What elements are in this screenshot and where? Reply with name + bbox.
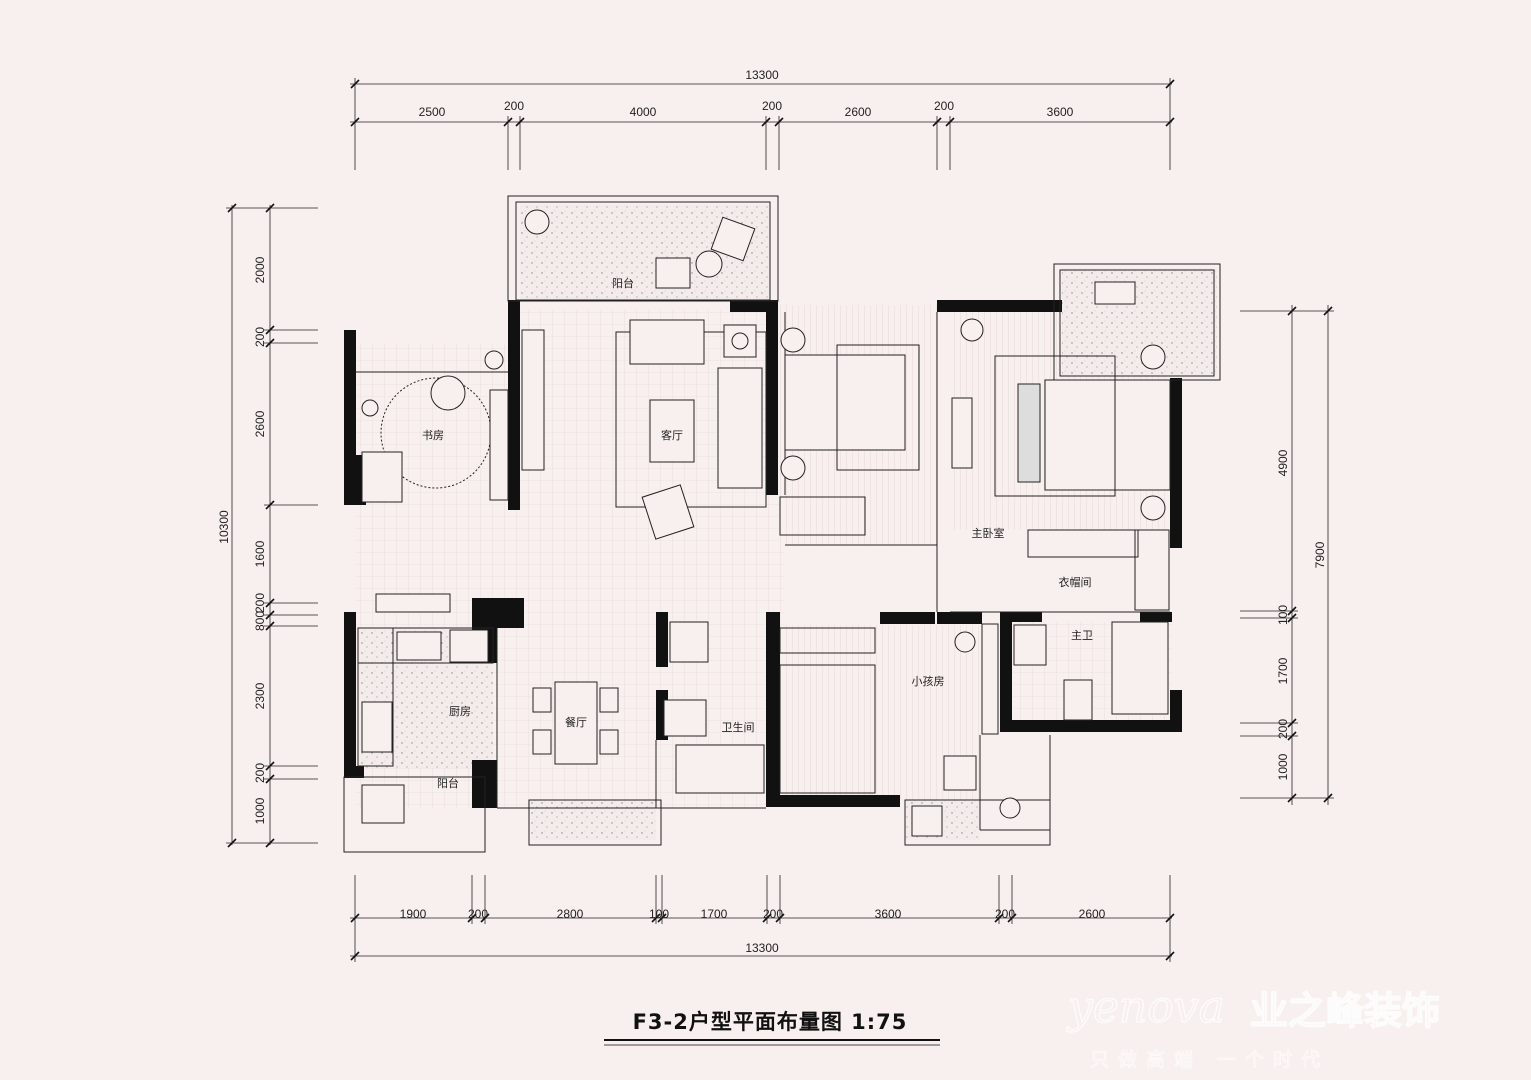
master-balcony-chair [1094, 281, 1136, 305]
bathtub [675, 744, 765, 794]
dim-left-8: 200 [253, 763, 267, 783]
dim-right-4: 200 [1276, 719, 1290, 739]
label-walk-in-closet: 衣帽间 [1059, 575, 1092, 589]
dim-top-1: 2500 [419, 105, 446, 119]
shoe-cabinet [375, 593, 451, 613]
study-stool [430, 375, 466, 411]
dim-bottom-6: 200 [763, 907, 783, 921]
study-lamp [361, 399, 379, 417]
washer [361, 784, 405, 824]
dim-bottom-8: 200 [995, 907, 1015, 921]
label-bathroom: 卫生间 [722, 720, 755, 734]
dim-bottom-7: 3600 [875, 907, 902, 921]
dimension-ticks [227, 79, 1333, 961]
vanity [669, 621, 709, 663]
watermark-brand-cn: 业之峰装饰 [1250, 989, 1440, 1033]
dim-top-4: 200 [762, 99, 782, 113]
lounge-chair [641, 484, 695, 540]
dim-bottom-2: 200 [468, 907, 488, 921]
dim-top-total: 13300 [745, 68, 779, 82]
dim-left-3: 2600 [253, 410, 267, 437]
armchair [629, 319, 705, 365]
master-bed [1044, 379, 1171, 491]
watermark-slogan: 只做高端 一个时代 [1090, 1049, 1329, 1071]
furniture [357, 209, 1171, 837]
balcony-table [695, 250, 723, 278]
dim-left-5: 200 [253, 593, 267, 613]
balcony-plant [524, 209, 550, 235]
closet-rail [1027, 529, 1139, 558]
coffee-table [649, 399, 695, 463]
sofa [717, 367, 763, 489]
dim-bottom-total: 13300 [745, 941, 779, 955]
study-bookshelf [489, 389, 509, 501]
kids-chair [943, 755, 977, 791]
dim-right-2: 100 [1276, 605, 1290, 625]
master-tv [951, 397, 973, 469]
dim-top-6: 200 [934, 99, 954, 113]
label-kitchen: 厨房 [449, 705, 471, 718]
label-master-bath: 主卫 [1071, 629, 1093, 642]
floor-areas [355, 205, 1217, 840]
kids-bed [779, 664, 876, 794]
kids-balcony-chair [911, 805, 943, 837]
dim-right-3: 1700 [1276, 657, 1290, 684]
toilet [663, 699, 707, 737]
watermark-brand-en: yenova [1066, 982, 1225, 1033]
dim-right-total: 7900 [1313, 541, 1327, 568]
kitchen-counter-top [357, 627, 494, 664]
sink-master [1013, 624, 1047, 666]
label-master-bedroom: 主卧室 [972, 526, 1005, 540]
shower-master [1111, 621, 1169, 715]
watermark-logo: yenova 业之峰装饰 只做高端 一个时代 [1065, 981, 1440, 1071]
dim-right-5: 1000 [1276, 753, 1290, 780]
dim-right-1: 4900 [1276, 449, 1290, 476]
dimension-labels: 13300 2500 200 4000 200 2600 200 3600 19… [217, 68, 1327, 955]
dim-left-total: 10300 [217, 510, 231, 544]
bed-2 [784, 354, 906, 451]
dim-left-6: 800 [253, 611, 267, 631]
label-living: 客厅 [661, 428, 683, 442]
fridge [449, 629, 489, 663]
dim-left-7: 2300 [253, 682, 267, 709]
wardrobe-2 [779, 496, 866, 536]
dim-left-9: 1000 [253, 797, 267, 824]
stove [361, 701, 393, 753]
dim-bottom-5: 1700 [701, 907, 728, 921]
label-kids-room: 小孩房 [912, 675, 945, 688]
dining-table [554, 681, 598, 765]
outlines [343, 195, 1221, 853]
toilet-master [1063, 679, 1093, 721]
drawing-title: F3-2户型平面布量图 1:75 [633, 1010, 908, 1034]
kitchen-sink [396, 631, 442, 661]
kids-wardrobe [779, 627, 876, 654]
walls [344, 300, 1182, 808]
dim-bottom-4: 100 [649, 907, 669, 921]
label-study: 书房 [422, 429, 444, 442]
dim-top-7: 3600 [1047, 105, 1074, 119]
dim-left-2: 200 [253, 327, 267, 347]
balcony-chair-2 [710, 216, 756, 262]
bench [1017, 383, 1041, 483]
dim-bottom-3: 2800 [557, 907, 584, 921]
label-dining: 餐厅 [565, 715, 587, 729]
tv-cabinet [521, 329, 545, 471]
dim-top-3: 4000 [630, 105, 657, 119]
dim-left-4: 1600 [253, 540, 267, 567]
dim-bottom-1: 1900 [400, 907, 427, 921]
study-chair [361, 451, 403, 503]
dim-bottom-9: 2600 [1079, 907, 1106, 921]
balcony-chair-1 [655, 257, 691, 289]
room-labels: 阳台 书房 客厅 主卧室 衣帽间 主卫 厨房 餐厅 卫生间 小孩房 阳台 [422, 276, 1093, 790]
dim-left-1: 2000 [253, 256, 267, 283]
dim-top-5: 2600 [845, 105, 872, 119]
label-balcony-kitchen: 阳台 [437, 776, 459, 790]
dim-top-2: 200 [504, 99, 524, 113]
closet-rail-2 [1134, 529, 1170, 611]
label-balcony-top: 阳台 [612, 276, 634, 290]
